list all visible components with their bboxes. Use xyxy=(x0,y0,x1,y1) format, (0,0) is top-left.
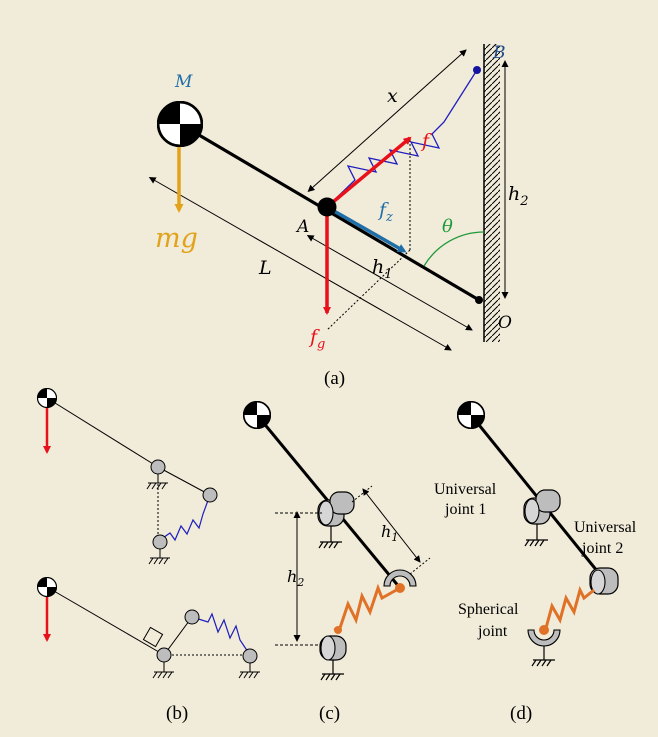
dim-h1 xyxy=(306,235,473,331)
b-top-ground-2 xyxy=(148,549,170,565)
label-h2-c: h2 xyxy=(287,567,304,589)
b-top-mass xyxy=(37,388,57,408)
label-spherical-line2: joint xyxy=(477,623,508,640)
d-mass xyxy=(457,401,485,429)
b-bot-joint-2 xyxy=(184,609,200,625)
label-universal-1-line1: Universal xyxy=(434,481,497,498)
d-upper-ground xyxy=(524,524,548,547)
wall-hatch xyxy=(484,44,500,342)
c-spring xyxy=(333,583,401,632)
b-bot-arm xyxy=(46,586,165,656)
point-a-dot xyxy=(317,197,337,217)
label-fg: fg xyxy=(308,326,325,352)
label-h2-c-main: h xyxy=(287,567,297,586)
c-dim-h1 xyxy=(362,488,421,563)
label-h2-a: h2 xyxy=(508,183,529,209)
c-lower-ground xyxy=(320,660,344,681)
dotted-diagonal xyxy=(326,249,411,331)
label-universal-1-line2: joint 1 xyxy=(444,501,486,518)
caption-d: (d) xyxy=(510,703,532,724)
d-spring xyxy=(541,585,595,632)
c-h1-ext-1 xyxy=(351,485,373,503)
c-lower-joint xyxy=(319,635,347,661)
label-a: A xyxy=(295,217,309,237)
panel-d: Universal joint 1 Universal joint 2 Sphe… xyxy=(434,401,637,724)
label-fz-sub: z xyxy=(385,210,393,225)
label-fz: fz xyxy=(377,199,393,225)
force-f-arrow xyxy=(325,136,412,209)
label-fg-sub: g xyxy=(317,337,325,352)
label-spherical-line1: Spherical xyxy=(458,601,519,618)
label-f: f xyxy=(420,130,432,152)
label-o: O xyxy=(498,313,512,333)
c-mass xyxy=(243,401,271,429)
d-spherical-ball xyxy=(539,625,549,635)
c-spherical-cup xyxy=(383,569,417,587)
mass-symbol xyxy=(157,101,203,147)
b-bot-ground-1 xyxy=(152,662,174,679)
panel-a: M mg x B A O f fz fg θ L h1 h2 (a) xyxy=(148,43,529,389)
angle-arc xyxy=(423,231,485,267)
b-top-joint-1 xyxy=(150,459,166,475)
dim-l xyxy=(148,177,452,351)
d-spherical-ground xyxy=(531,646,555,667)
label-fg-main: f xyxy=(308,326,320,348)
label-h1-c-main: h xyxy=(381,522,391,541)
point-b-dot xyxy=(473,66,481,74)
dim-x xyxy=(307,49,467,193)
force-fz-arrow xyxy=(326,205,407,253)
caption-c: (c) xyxy=(319,703,340,724)
b-top-spring xyxy=(159,494,211,542)
b-bot-ground-2 xyxy=(238,663,260,679)
panel-c: h1 h2 (c) xyxy=(243,401,431,724)
label-weight: mg xyxy=(155,223,198,254)
label-fz-main: f xyxy=(377,199,389,221)
c-spring-end xyxy=(334,626,342,634)
caption-a: (a) xyxy=(324,368,345,389)
d-upper-joint xyxy=(523,489,561,525)
b-top-joint-3 xyxy=(152,534,168,550)
b-bot-joint-3 xyxy=(242,648,258,664)
label-x: x xyxy=(387,85,398,107)
panel-b: (b) xyxy=(37,388,260,724)
label-h1-a-sub: 1 xyxy=(384,267,392,282)
label-h1-c: h1 xyxy=(381,522,398,544)
b-bot-link xyxy=(163,616,193,656)
b-bot-mass xyxy=(37,577,57,597)
c-upper-ground xyxy=(318,526,342,549)
label-universal-2-line2: joint 2 xyxy=(581,540,623,557)
label-h1-c-sub: 1 xyxy=(391,531,398,544)
b-bot-right-angle xyxy=(142,626,164,648)
point-o-dot xyxy=(475,296,483,304)
b-top-arm xyxy=(46,397,159,468)
b-bot-joint-1 xyxy=(156,647,172,663)
b-top-link xyxy=(157,466,211,496)
label-h2-a-main: h xyxy=(508,183,520,205)
label-h1-a: h1 xyxy=(372,256,393,282)
c-h1-ext-2 xyxy=(409,557,431,575)
label-theta: θ xyxy=(442,216,453,237)
label-h2-a-sub: 2 xyxy=(519,194,528,209)
b-top-ground-1 xyxy=(146,474,168,490)
b-top-joint-2 xyxy=(202,487,218,503)
d-lower-joint xyxy=(589,567,619,595)
label-h1-a-main: h xyxy=(372,256,384,278)
label-h2-c-sub: 2 xyxy=(296,576,304,589)
d-spherical-cup xyxy=(527,629,561,647)
label-b: B xyxy=(492,43,506,63)
label-universal-2-line1: Universal xyxy=(574,519,637,536)
label-mass: M xyxy=(174,72,193,92)
label-l: L xyxy=(258,257,272,279)
caption-b: (b) xyxy=(166,703,188,724)
b-bot-spring xyxy=(191,612,251,656)
